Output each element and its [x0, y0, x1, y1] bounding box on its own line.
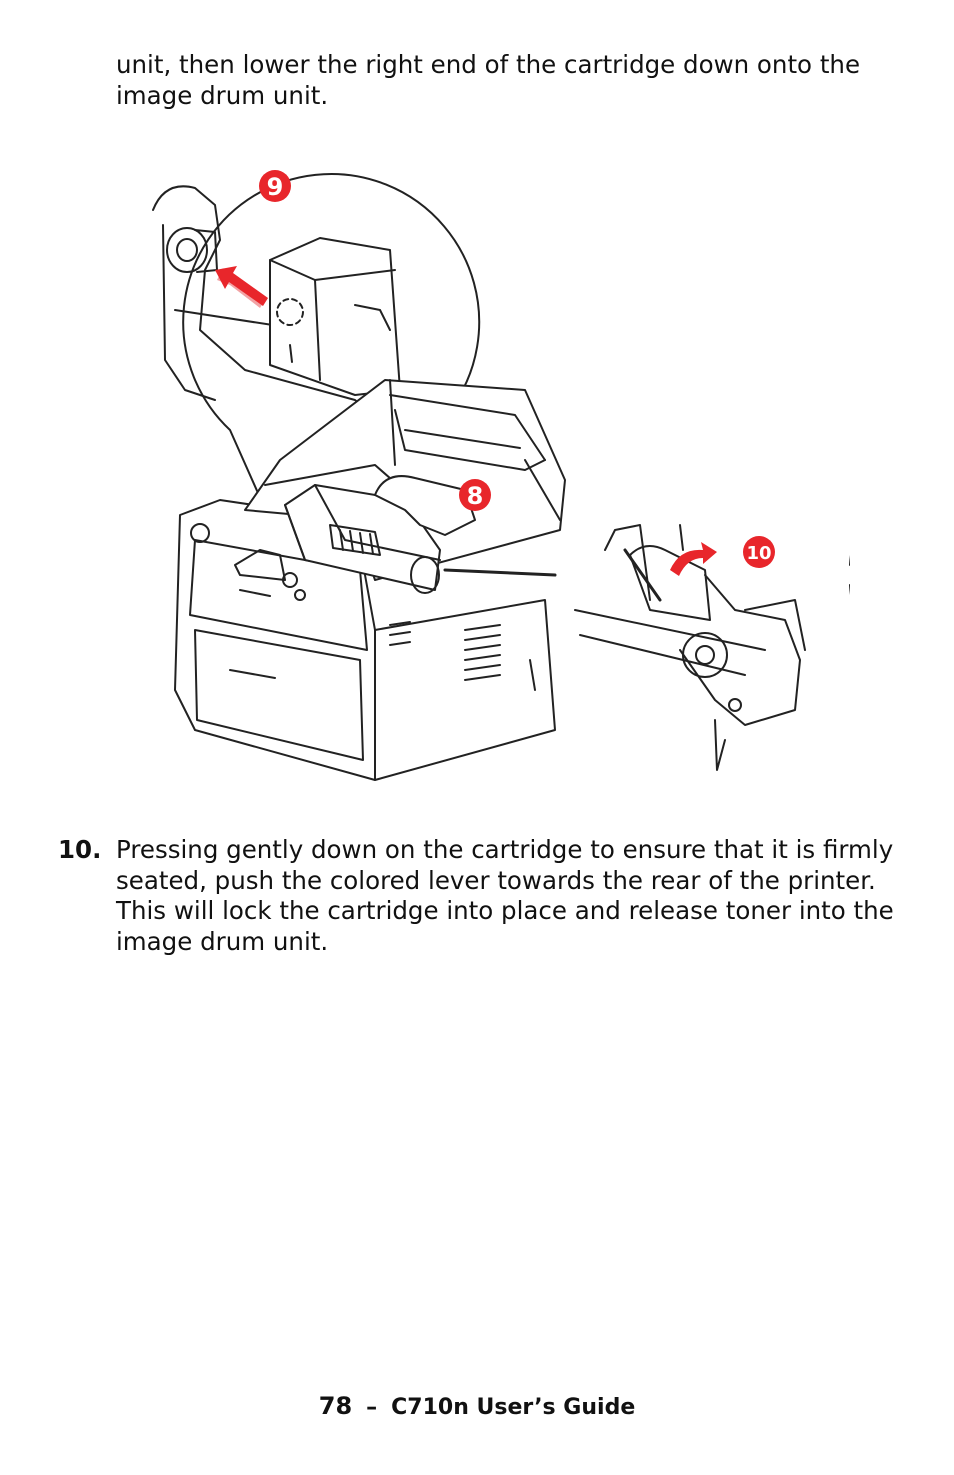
callout-8-label: 8 [467, 482, 484, 510]
callout-9-label: 9 [267, 173, 284, 201]
footer-separator: – [366, 1395, 378, 1420]
callout-9-badge: 9 [259, 170, 291, 202]
printer-toner-installation-illustration: 9 8 10 [152, 170, 850, 781]
toner-cartridge [284, 475, 557, 594]
arrow-left [215, 266, 268, 308]
zoom-circle-right [574, 524, 850, 771]
page-footer: 78–C710n User’s Guide [0, 1392, 954, 1420]
callout-10-badge: 10 [743, 536, 775, 568]
guide-title: C710n User’s Guide [391, 1395, 636, 1420]
callout-8-badge: 8 [459, 479, 491, 511]
printer-body [174, 499, 556, 781]
step-number: 10. [58, 835, 102, 864]
step-paragraph: Pressing gently down on the cartridge to… [116, 835, 894, 956]
arrow-right [670, 542, 717, 576]
zoom-circle-left [152, 173, 481, 521]
callout-10-label: 10 [746, 543, 771, 564]
intro-paragraph: unit, then lower the right end of the ca… [116, 50, 861, 110]
page-number: 78 [318, 1392, 353, 1420]
